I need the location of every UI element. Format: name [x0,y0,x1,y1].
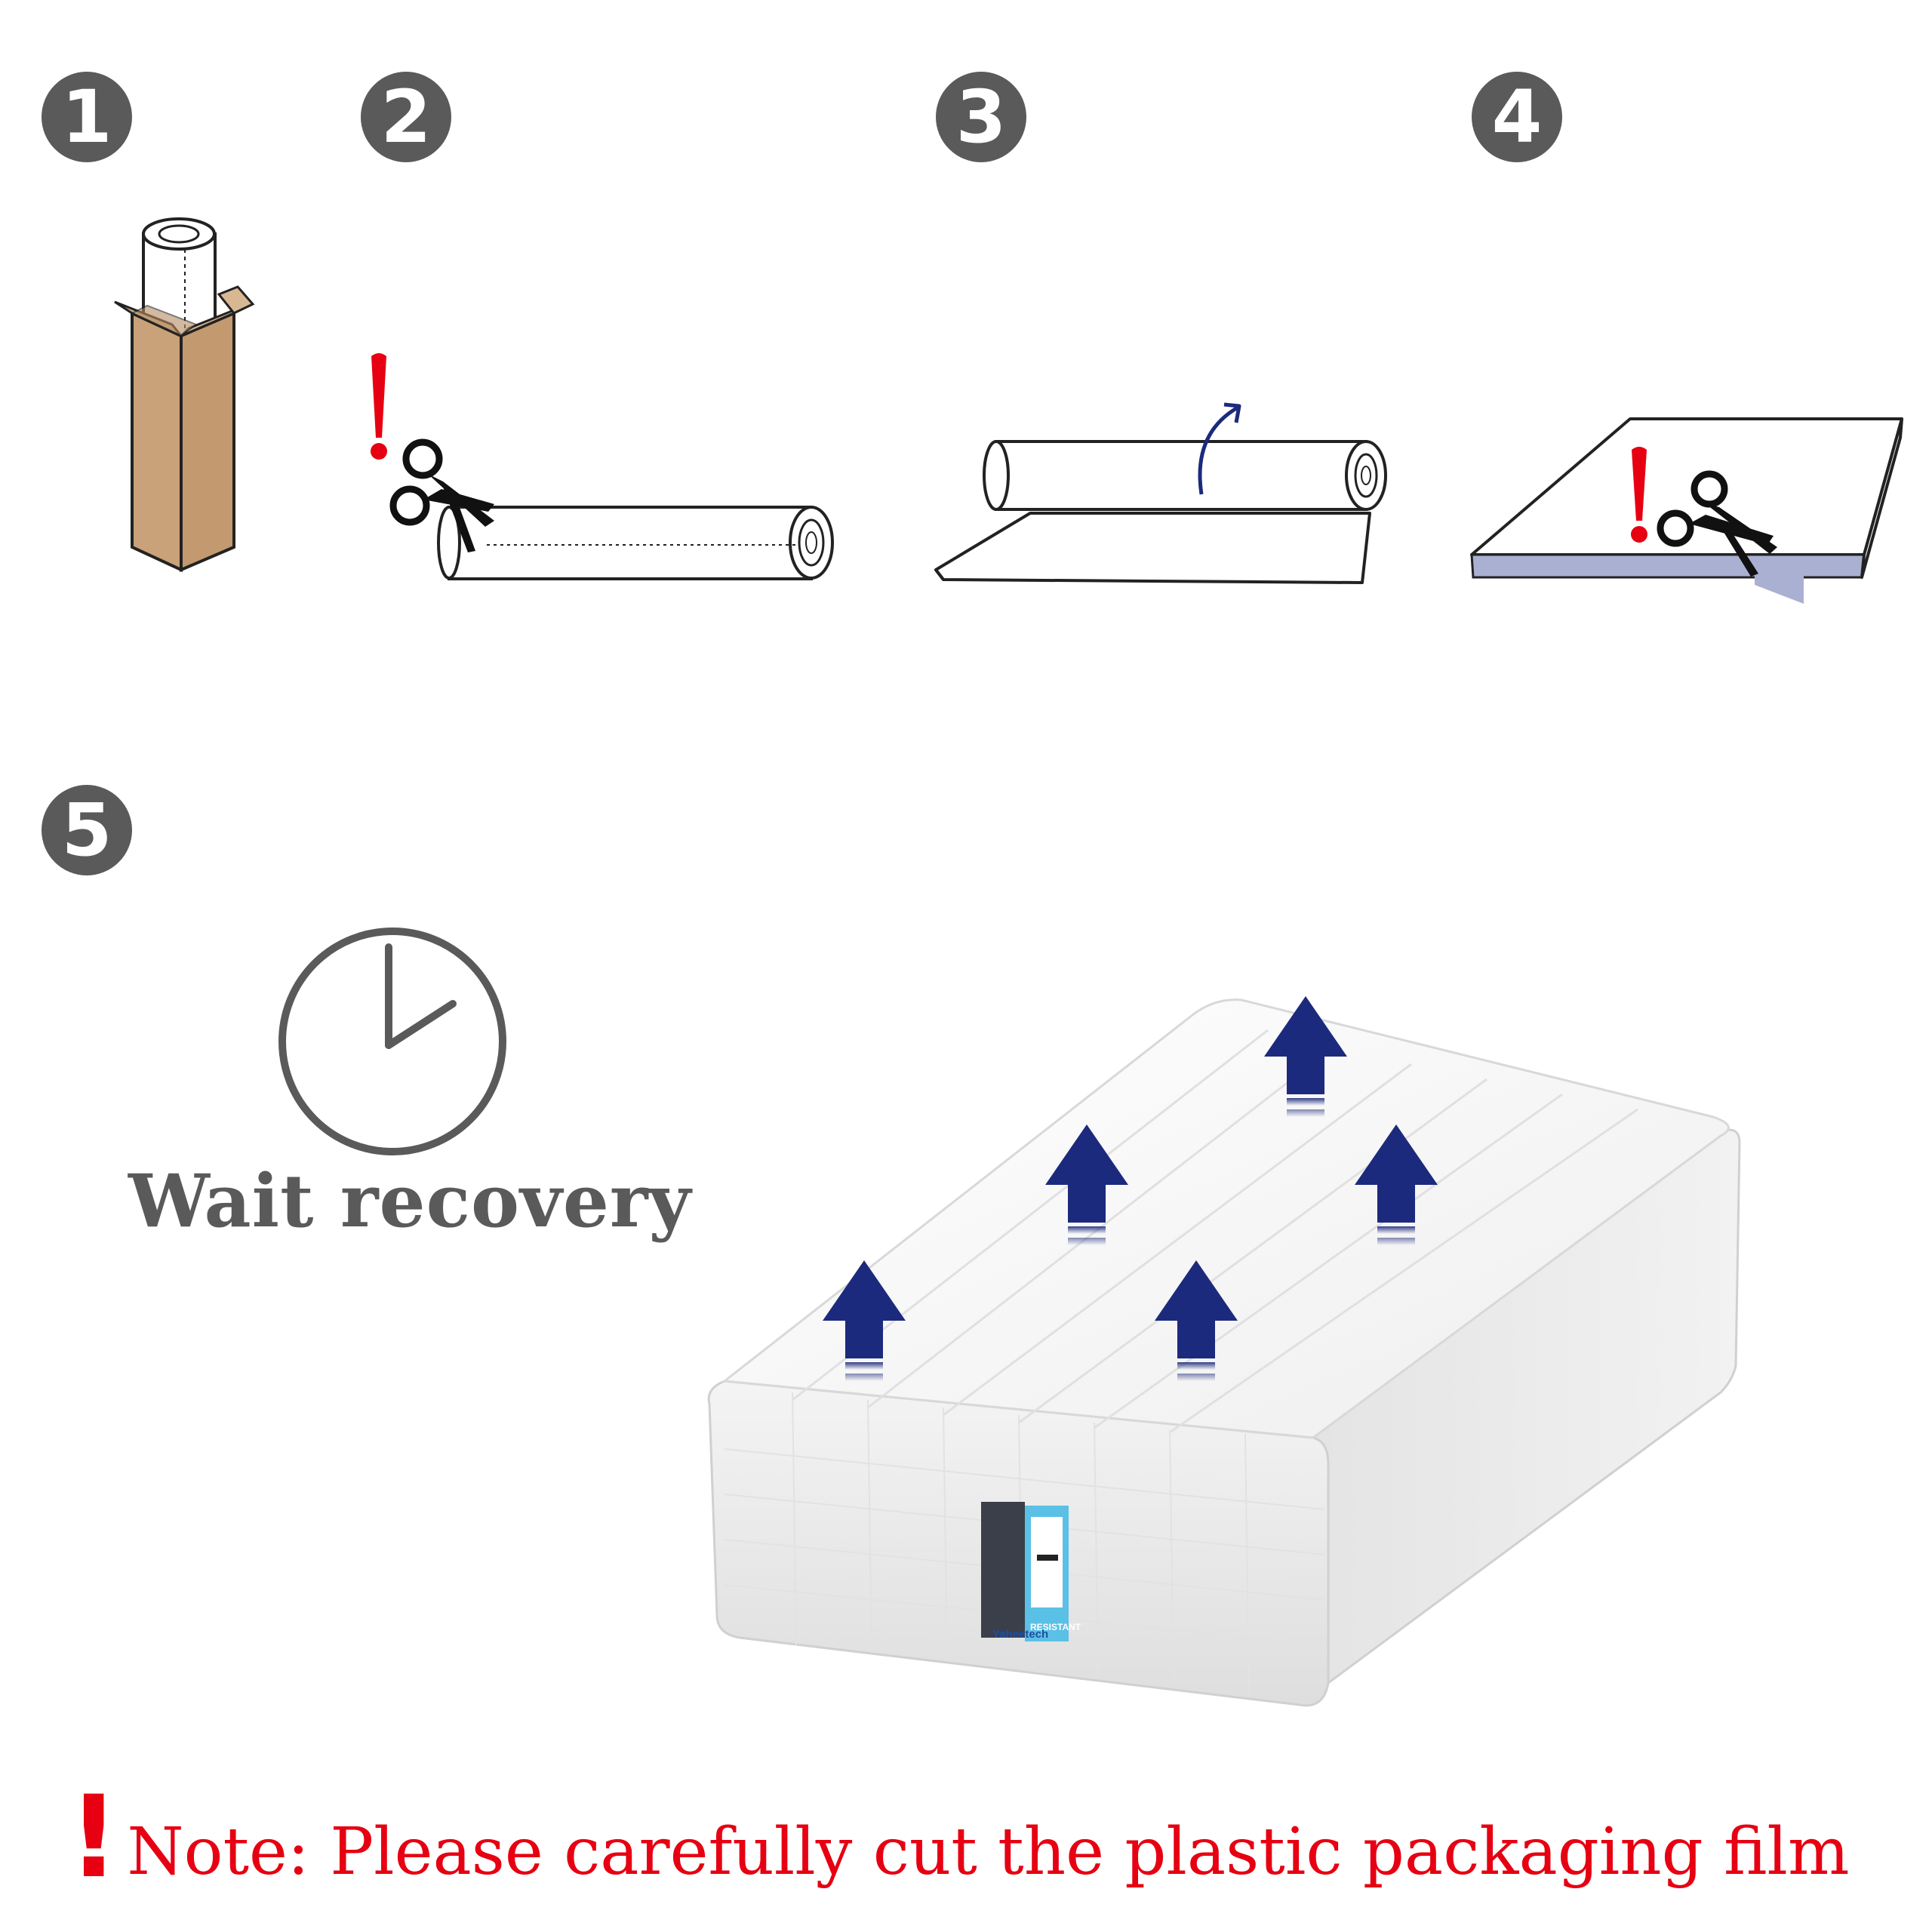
warning-note: ! Note: Please carefully cut the plastic… [68,1781,1850,1894]
up-arrow-icon [1264,996,1347,1117]
step-number: 5 [61,788,112,872]
step-1-illustration [106,215,264,577]
cut-film-scene [1470,417,1903,604]
up-arrow-icon [1155,1260,1238,1381]
mattress-label: Yaheetech RESISTANT [981,1502,1081,1641]
scissors-icon [389,438,494,552]
cut-roll-scene [371,353,834,580]
unroll-arrow-icon [1198,402,1241,495]
mattress-badge: RESISTANT [1030,1622,1081,1632]
wait-recovery-label: Wait recovery [128,1158,692,1244]
step-2-badge: 2 [361,72,451,162]
up-arrow-icon [823,1260,906,1381]
step-number: 1 [61,75,112,159]
boxed-roll-icon [114,217,255,573]
step-number: 4 [1491,75,1543,159]
up-arrow-icon [1045,1124,1128,1245]
clock-icon [275,924,509,1158]
step-3-badge: 3 [936,72,1026,162]
step-5-badge: 5 [42,785,132,875]
up-arrow-icon [1355,1124,1438,1245]
exclamation-icon: ! [68,1772,120,1903]
mattress-icon: Yaheetech RESISTANT [707,996,1741,1707]
step-2-illustration [355,347,853,589]
step-3-illustration [928,400,1411,596]
scissors-icon [1657,470,1777,577]
mattress-illustration: Yaheetech RESISTANT [694,981,1751,1721]
step-4-illustration [1464,408,1909,619]
step-1-badge: 1 [42,72,132,162]
note-text: Note: Please carefully cut the plastic p… [127,1814,1850,1890]
step-number: 2 [380,75,432,159]
step-4-badge: 4 [1472,72,1562,162]
step-number: 3 [955,75,1007,159]
exclamation-icon [1631,447,1647,543]
unroll-scene [934,402,1387,584]
exclamation-icon [371,353,387,460]
mattress-brand: Yaheetech [992,1628,1048,1641]
